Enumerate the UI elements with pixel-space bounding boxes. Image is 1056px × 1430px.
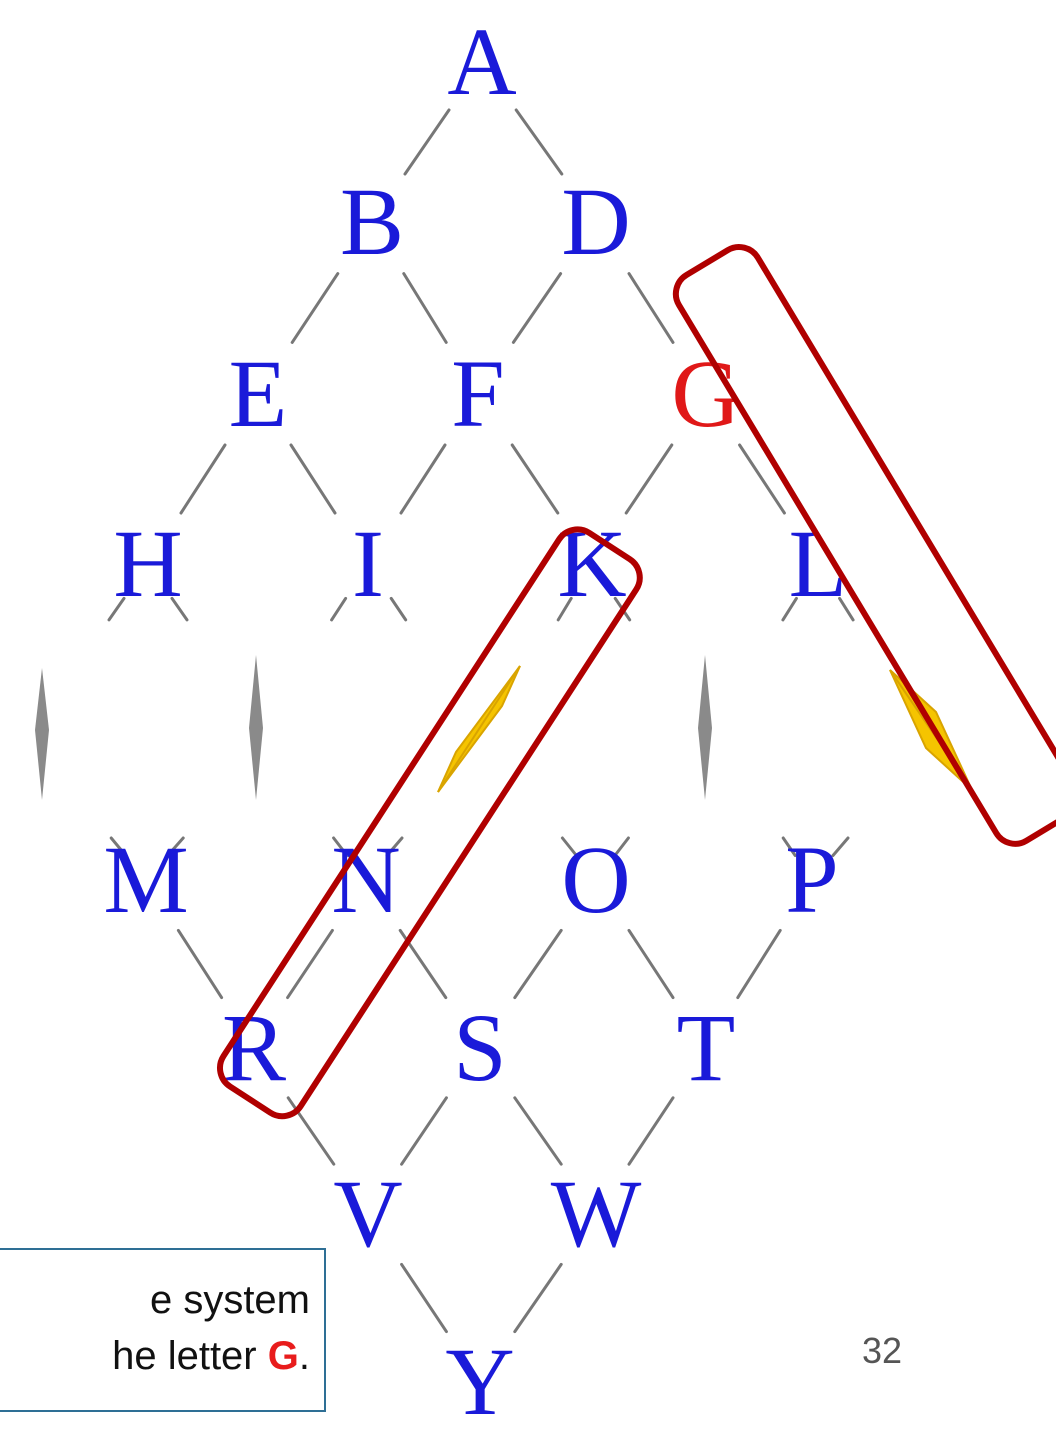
edge-stub [556, 596, 573, 622]
edge-B-F [402, 272, 448, 344]
node-O[interactable]: O [561, 826, 630, 933]
edge-W-Y [513, 1262, 563, 1334]
edge-stub [838, 596, 855, 622]
edge-P-T [736, 928, 782, 1000]
caption-highlight-letter: G [267, 1334, 299, 1378]
edge-stub [560, 836, 578, 857]
gray-connector [35, 668, 49, 800]
caption-line-2: he letter G. [112, 1328, 310, 1384]
node-I[interactable]: I [352, 510, 384, 617]
caption-box: e system he letter G. [0, 1248, 326, 1412]
node-W[interactable]: W [551, 1160, 642, 1267]
edge-stub [109, 836, 128, 857]
node-L[interactable]: L [789, 510, 848, 617]
gray-connector [698, 655, 712, 800]
edge-stub [332, 836, 349, 857]
edge-E-H [179, 443, 227, 515]
node-N[interactable]: N [331, 826, 400, 933]
node-M[interactable]: M [103, 826, 188, 933]
edge-D-G [627, 272, 675, 344]
edge-E-I [289, 443, 337, 515]
node-K[interactable]: K [557, 510, 626, 617]
caption-line-2-suffix: . [298, 1334, 310, 1378]
gold-connector-ridge [437, 665, 521, 793]
caption-text: e system he letter G. [112, 1272, 310, 1384]
edge-A-B [403, 108, 451, 176]
edge-B-E [290, 272, 340, 344]
node-P[interactable]: P [785, 826, 838, 933]
node-S[interactable]: S [453, 994, 506, 1101]
caption-line-2-prefix: he letter [112, 1334, 268, 1378]
edge-V-Y [400, 1262, 448, 1334]
edge-T-W [627, 1096, 675, 1166]
edge-stub [389, 596, 408, 622]
edge-S-V [400, 1096, 448, 1166]
edge-layer [107, 108, 855, 1334]
edge-O-S [513, 928, 563, 1000]
edge-G-K [624, 443, 674, 515]
node-A[interactable]: A [447, 8, 516, 115]
page-number: 32 [862, 1330, 903, 1371]
node-E[interactable]: E [229, 340, 288, 447]
edge-D-F [511, 272, 563, 344]
edge-G-L [738, 443, 786, 515]
node-T[interactable]: T [677, 994, 736, 1101]
node-F[interactable]: F [451, 340, 504, 447]
edge-stub [781, 596, 798, 622]
edge-O-T [627, 928, 675, 1000]
node-D[interactable]: D [561, 168, 630, 275]
edge-M-R [176, 928, 224, 1000]
edge-stub [385, 836, 404, 857]
node-B[interactable]: B [340, 168, 404, 275]
node-H[interactable]: H [113, 510, 182, 617]
edge-stub [170, 596, 189, 622]
connector-layer [35, 655, 973, 800]
selection-outline-right[interactable] [668, 239, 1056, 852]
caption-line-1: e system [149, 1278, 310, 1322]
selection-outline-left[interactable] [212, 521, 649, 1125]
edge-F-I [399, 443, 447, 515]
edge-F-K [510, 443, 560, 515]
edge-N-R [286, 928, 334, 1000]
node-V[interactable]: V [333, 1160, 402, 1267]
edge-stub [107, 596, 126, 622]
edge-R-V [286, 1096, 336, 1166]
gray-connector [249, 655, 263, 800]
edge-stub [613, 836, 630, 857]
node-Y[interactable]: Y [445, 1328, 514, 1430]
edge-stub [330, 596, 348, 622]
selection-layer [212, 239, 1056, 1125]
edge-S-W [513, 1096, 563, 1166]
edge-stub [831, 836, 850, 857]
edge-stub [781, 836, 797, 857]
edge-stub [166, 836, 185, 857]
edge-A-D [514, 108, 564, 176]
